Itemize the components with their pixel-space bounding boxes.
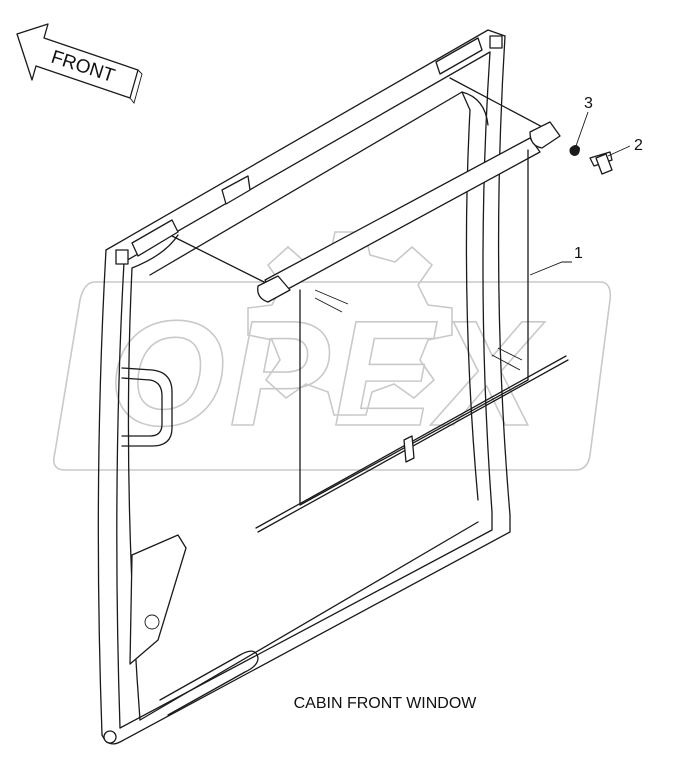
fastener-parts: [569, 145, 613, 175]
bottom-left-stud: [103, 730, 117, 744]
top-left-bracket: [131, 219, 179, 257]
frame-bottom-inner: [119, 511, 493, 729]
latch-hole: [144, 614, 160, 630]
blind-reflection-4: [497, 347, 523, 361]
roller-end-cap-right: [529, 121, 561, 149]
projection-line-right: [449, 77, 549, 131]
frame-bottom-rail: [139, 521, 479, 721]
pull-tab: [403, 435, 415, 463]
top-middle-bracket: [221, 175, 251, 205]
frame-hardware: [103, 35, 503, 744]
projection-line-left: [171, 235, 273, 287]
grab-handle-inner: [121, 377, 163, 437]
front-arrow-shadow: [129, 69, 143, 104]
lower-grip: [159, 650, 259, 716]
front-direction-arrow: FRONT: [16, 23, 143, 104]
top-right-pin: [489, 35, 503, 49]
leader-1: [529, 261, 572, 276]
washer-part-3: [569, 145, 580, 156]
watermark-text: OPEX: [109, 289, 546, 457]
diagram-caption: CABIN FRONT WINDOW: [294, 695, 478, 712]
top-left-pin: [115, 249, 129, 265]
frame-inner-right-curve: [461, 91, 489, 126]
frame-top-inner: [123, 51, 491, 263]
frame-inner-left: [116, 261, 125, 729]
frame-right-outer: [497, 35, 511, 516]
grab-handle: [121, 367, 173, 447]
top-right-bracket: [435, 37, 483, 75]
leader-3: [575, 111, 589, 147]
latch-plate: [129, 534, 187, 665]
front-arrow-shape: [16, 23, 139, 99]
blind-reflection-2: [314, 289, 349, 305]
frame-right-inner: [482, 51, 493, 513]
frame-top-rail: [149, 91, 471, 276]
roller-end-cap-left: [257, 275, 291, 303]
bolt-part-2-head: [595, 153, 613, 175]
frame-top-outer: [105, 29, 506, 251]
watermark-band: [52, 281, 612, 471]
roller-blind-assembly: [171, 77, 569, 533]
blind-reflection-1: [314, 297, 343, 313]
callout-3: 3: [584, 95, 593, 112]
callout-leaders: [529, 111, 631, 276]
frame-right-rail: [465, 109, 479, 501]
watermark: OPEX: [52, 231, 612, 471]
leader-2: [607, 145, 631, 157]
window-frame: [97, 29, 511, 745]
frame-outer-left: [97, 249, 107, 736]
blind-screen: [299, 149, 529, 506]
callout-1: 1: [574, 245, 583, 262]
blind-reflection-3: [491, 354, 521, 371]
callout-2: 2: [634, 137, 643, 154]
